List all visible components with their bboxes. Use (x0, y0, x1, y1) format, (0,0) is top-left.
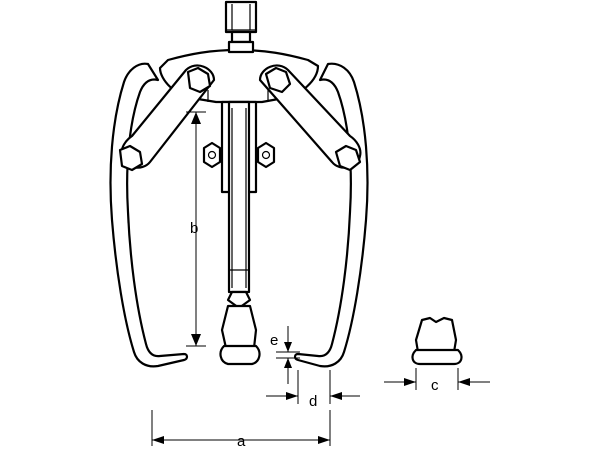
dimension-label-e: e (270, 332, 278, 349)
dimension-label-d: d (309, 393, 317, 410)
dimension-a (151, 410, 331, 446)
dimension-c (384, 368, 490, 390)
dimension-label-a: a (237, 433, 246, 449)
dimension-label-c: c (431, 377, 439, 394)
jaw-tip-detail (411, 316, 463, 366)
dimension-e (276, 326, 300, 384)
spindle-nuts (202, 141, 276, 169)
dimension-label-b: b (190, 220, 198, 237)
dimension-b (186, 111, 206, 347)
right-link (258, 64, 362, 172)
dimension-d (266, 370, 360, 404)
spindle (220, 0, 258, 294)
left-link (118, 64, 216, 172)
spindle-tip (219, 290, 261, 366)
